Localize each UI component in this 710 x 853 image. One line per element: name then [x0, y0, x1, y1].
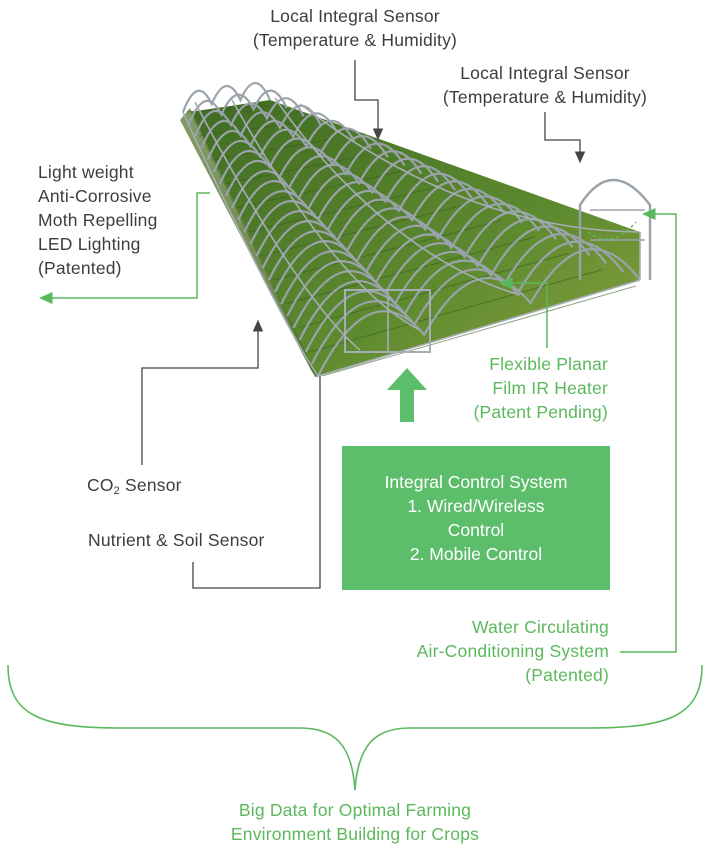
curly-brace: [7, 664, 703, 791]
greenhouse-arch: [243, 157, 440, 233]
greenhouse-arch: [218, 127, 372, 185]
label-ir-heater: Flexible Planar Film IR Heater (Patent P…: [473, 354, 608, 422]
greenhouse-arch: [231, 142, 406, 209]
greenhouse-arch: [274, 195, 524, 293]
control-system-box: Integral Control System 1. Wired/Wireles…: [342, 446, 610, 590]
label-co2-sensor: CO2 Sensor: [87, 475, 182, 497]
label-water-ac: Water Circulating Air-Conditioning Syste…: [416, 617, 609, 685]
crop-row: [297, 252, 569, 329]
connector-ir-heater: [499, 277, 548, 348]
connector-top-sensor-2: [544, 112, 586, 164]
greenhouse-arch: [206, 112, 339, 161]
greenhouse-arch: [298, 225, 591, 341]
greenhouse-arch: [212, 119, 356, 173]
greenhouse-illustration: [180, 81, 652, 378]
up-arrow-icon: [387, 368, 427, 422]
greenhouse-arch: [194, 97, 305, 137]
greenhouse-arch: [280, 202, 540, 305]
greenhouse-arch: [267, 187, 507, 281]
label-big-data: Big Data for Optimal Farming Environment…: [230, 800, 480, 844]
greenhouse-arch: [304, 233, 608, 353]
greenhouse-arch: [249, 165, 456, 245]
label-top-sensor-2: Local Integral Sensor (Temperature & Hum…: [442, 63, 648, 107]
greenhouse-arch: [286, 210, 557, 317]
greenhouse-arch: [255, 172, 473, 257]
greenhouse-arch: [224, 135, 389, 197]
greenhouse-arch: [200, 104, 322, 149]
crop-row: [309, 269, 603, 353]
connector-nutrient-sensor: [192, 376, 321, 589]
crop-row: [211, 138, 334, 161]
greenhouse-arch: [292, 217, 574, 329]
label-led-lighting: Light weight Anti-Corrosive Moth Repelli…: [38, 162, 158, 278]
label-top-sensor-1: Local Integral Sensor (Temperature & Hum…: [252, 6, 458, 50]
connector-top-sensor-1: [354, 60, 384, 141]
side-wall: [180, 108, 318, 378]
connector-led-lighting: [39, 192, 210, 304]
greenhouse-arch: [181, 81, 272, 113]
greenhouse-arch: [261, 180, 490, 269]
crop-row: [260, 203, 468, 257]
connector-co2-sensor: [141, 319, 264, 465]
crop-row: [223, 154, 368, 185]
crop-row: [285, 236, 536, 305]
greenhouse-arch: [188, 89, 288, 125]
crop-row: [321, 285, 637, 377]
greenhouse-arch: [310, 240, 625, 365]
label-nutrient-sensor: Nutrient & Soil Sensor: [88, 530, 265, 550]
connector-water-ac: [620, 208, 677, 653]
